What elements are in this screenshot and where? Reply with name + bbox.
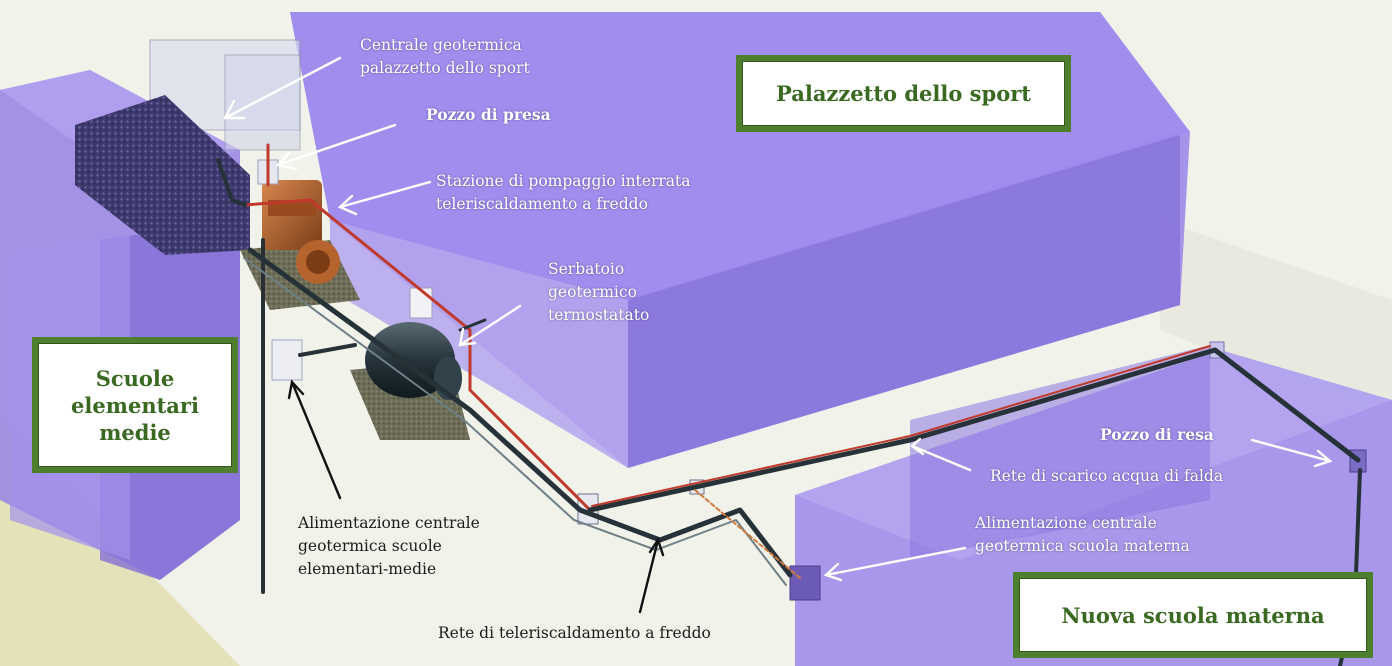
label-rete-teleriscaldamento: Rete di teleriscaldamento a freddo	[438, 624, 711, 642]
white-arrows	[223, 56, 1333, 582]
label-alim-materna-line-2: geotermica scuola materna	[975, 537, 1190, 555]
label-centrale-palazzetto: Centrale geotermica palazzetto dello spo…	[360, 34, 530, 80]
label-pozzo-presa: Pozzo di presa	[426, 105, 551, 124]
palazzetto-title-box: Palazzetto dello sport	[736, 55, 1071, 132]
palazzetto-title: Palazzetto dello sport	[776, 81, 1031, 106]
label-alim-scuole-line-1: Alimentazione centrale	[298, 514, 480, 532]
label-stazione-pompaggio: Stazione di pompaggio interrata telerisc…	[436, 170, 690, 216]
label-pozzo-resa: Pozzo di resa	[1100, 425, 1214, 444]
label-centrale-palazzetto-line-1: Centrale geotermica	[360, 36, 522, 54]
label-centrale-palazzetto-line-2: palazzetto dello sport	[360, 59, 530, 77]
label-alim-scuole-line-3: elementari-medie	[298, 560, 437, 578]
materna-title: Nuova scuola materna	[1061, 602, 1325, 628]
label-alimentazione-scuole: Alimentazione centrale geotermica scuole…	[298, 512, 480, 581]
pump-station	[262, 180, 340, 284]
scuole-title-box: Scuole elementari medie	[32, 337, 238, 473]
label-rete-scarico: Rete di scarico acqua di falda	[990, 467, 1224, 485]
scuole-title-line-1: Scuole	[95, 365, 175, 391]
gravel-block	[75, 95, 250, 255]
scuole-title-line-3: medie	[99, 419, 171, 445]
label-alimentazione-materna: Alimentazione centrale geotermica scuola…	[975, 512, 1190, 558]
label-serbatoio-line-2: geotermico	[548, 283, 637, 301]
label-alim-materna-line-1: Alimentazione centrale	[975, 514, 1157, 532]
label-serbatoio: Serbatoio geotermico termostatato	[548, 258, 649, 327]
materna-title-box: Nuova scuola materna	[1013, 572, 1373, 658]
label-stazione-line-2: teleriscaldamento a freddo	[436, 195, 648, 213]
dark-arrows	[287, 379, 665, 614]
label-serbatoio-line-1: Serbatoio	[548, 260, 625, 278]
pipe-network	[216, 143, 1362, 666]
label-serbatoio-line-3: termostatato	[548, 306, 650, 324]
paved-area	[1160, 220, 1392, 420]
label-alim-scuole-line-2: geotermica scuole	[298, 537, 442, 555]
label-stazione-line-1: Stazione di pompaggio interrata	[436, 172, 691, 190]
scuole-title-line-2: elementari	[71, 392, 199, 418]
